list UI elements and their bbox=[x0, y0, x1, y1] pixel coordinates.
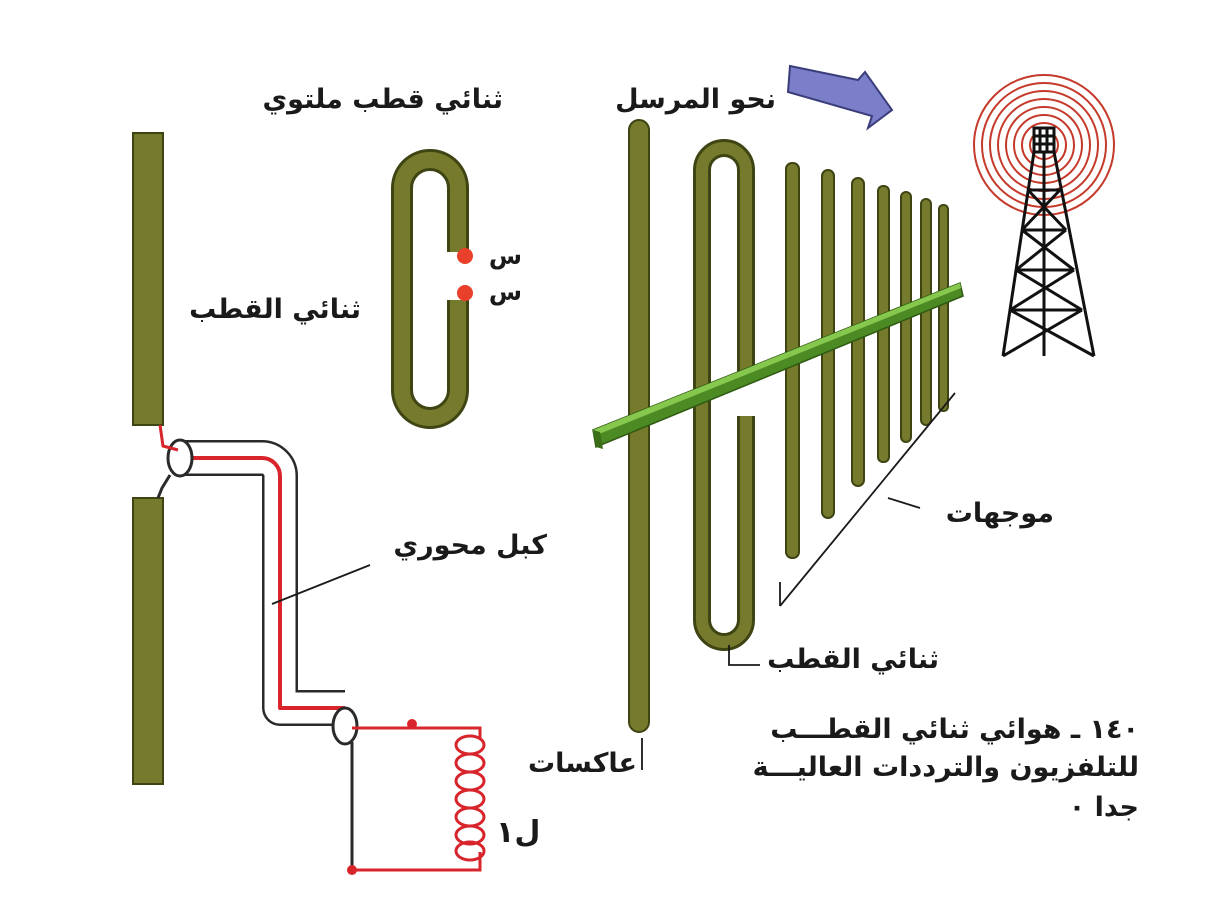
coax-cable-label: كبل محوري bbox=[393, 530, 547, 561]
folded-dipole bbox=[391, 149, 469, 429]
arrow-icon bbox=[786, 64, 894, 131]
directors-bracket bbox=[779, 392, 956, 607]
dipole-leader-line bbox=[728, 645, 760, 666]
antenna-boom bbox=[592, 281, 964, 449]
feed-wire-upper bbox=[158, 424, 179, 452]
dipole-upper-rod bbox=[132, 132, 164, 426]
feed-point-a-label: س bbox=[488, 242, 522, 270]
signal-wire bbox=[352, 726, 482, 738]
coaxial-cable bbox=[166, 438, 359, 746]
feed-point-b bbox=[457, 285, 473, 301]
figure-caption-line3: جدا ٠ bbox=[1068, 792, 1139, 823]
dipole-lower-rod bbox=[132, 497, 164, 785]
directors-leader-line bbox=[887, 497, 921, 509]
feed-point-a bbox=[457, 248, 473, 264]
junction-dot bbox=[407, 719, 417, 729]
reflector-label: عاكسات bbox=[527, 748, 637, 779]
folded-dipole-label: ثنائي قطب ملتوي bbox=[262, 84, 503, 115]
dipole-right-label: ثنائي القطب bbox=[767, 644, 939, 675]
ground-wire-red bbox=[352, 852, 482, 872]
inductor-coil bbox=[454, 734, 486, 862]
feed-point-b-label: س bbox=[488, 278, 522, 306]
junction-dot bbox=[347, 865, 357, 875]
coil-label: ل١ bbox=[496, 815, 541, 850]
coax-leader-line bbox=[271, 564, 371, 605]
dipole-left-label: ثنائي القطب bbox=[189, 294, 361, 325]
feed-wire-lower bbox=[156, 474, 172, 499]
figure-caption-line2: للتلفزيون والترددات العاليـــة bbox=[752, 752, 1139, 783]
directors-label: موجهات bbox=[945, 498, 1054, 529]
transmitter-tower-icon bbox=[1001, 126, 1096, 358]
toward-transmitter-label: نحو المرسل bbox=[615, 84, 776, 115]
figure-caption-line1: ١٤٠ ـ هوائي ثنائي القطـــب bbox=[770, 714, 1139, 745]
